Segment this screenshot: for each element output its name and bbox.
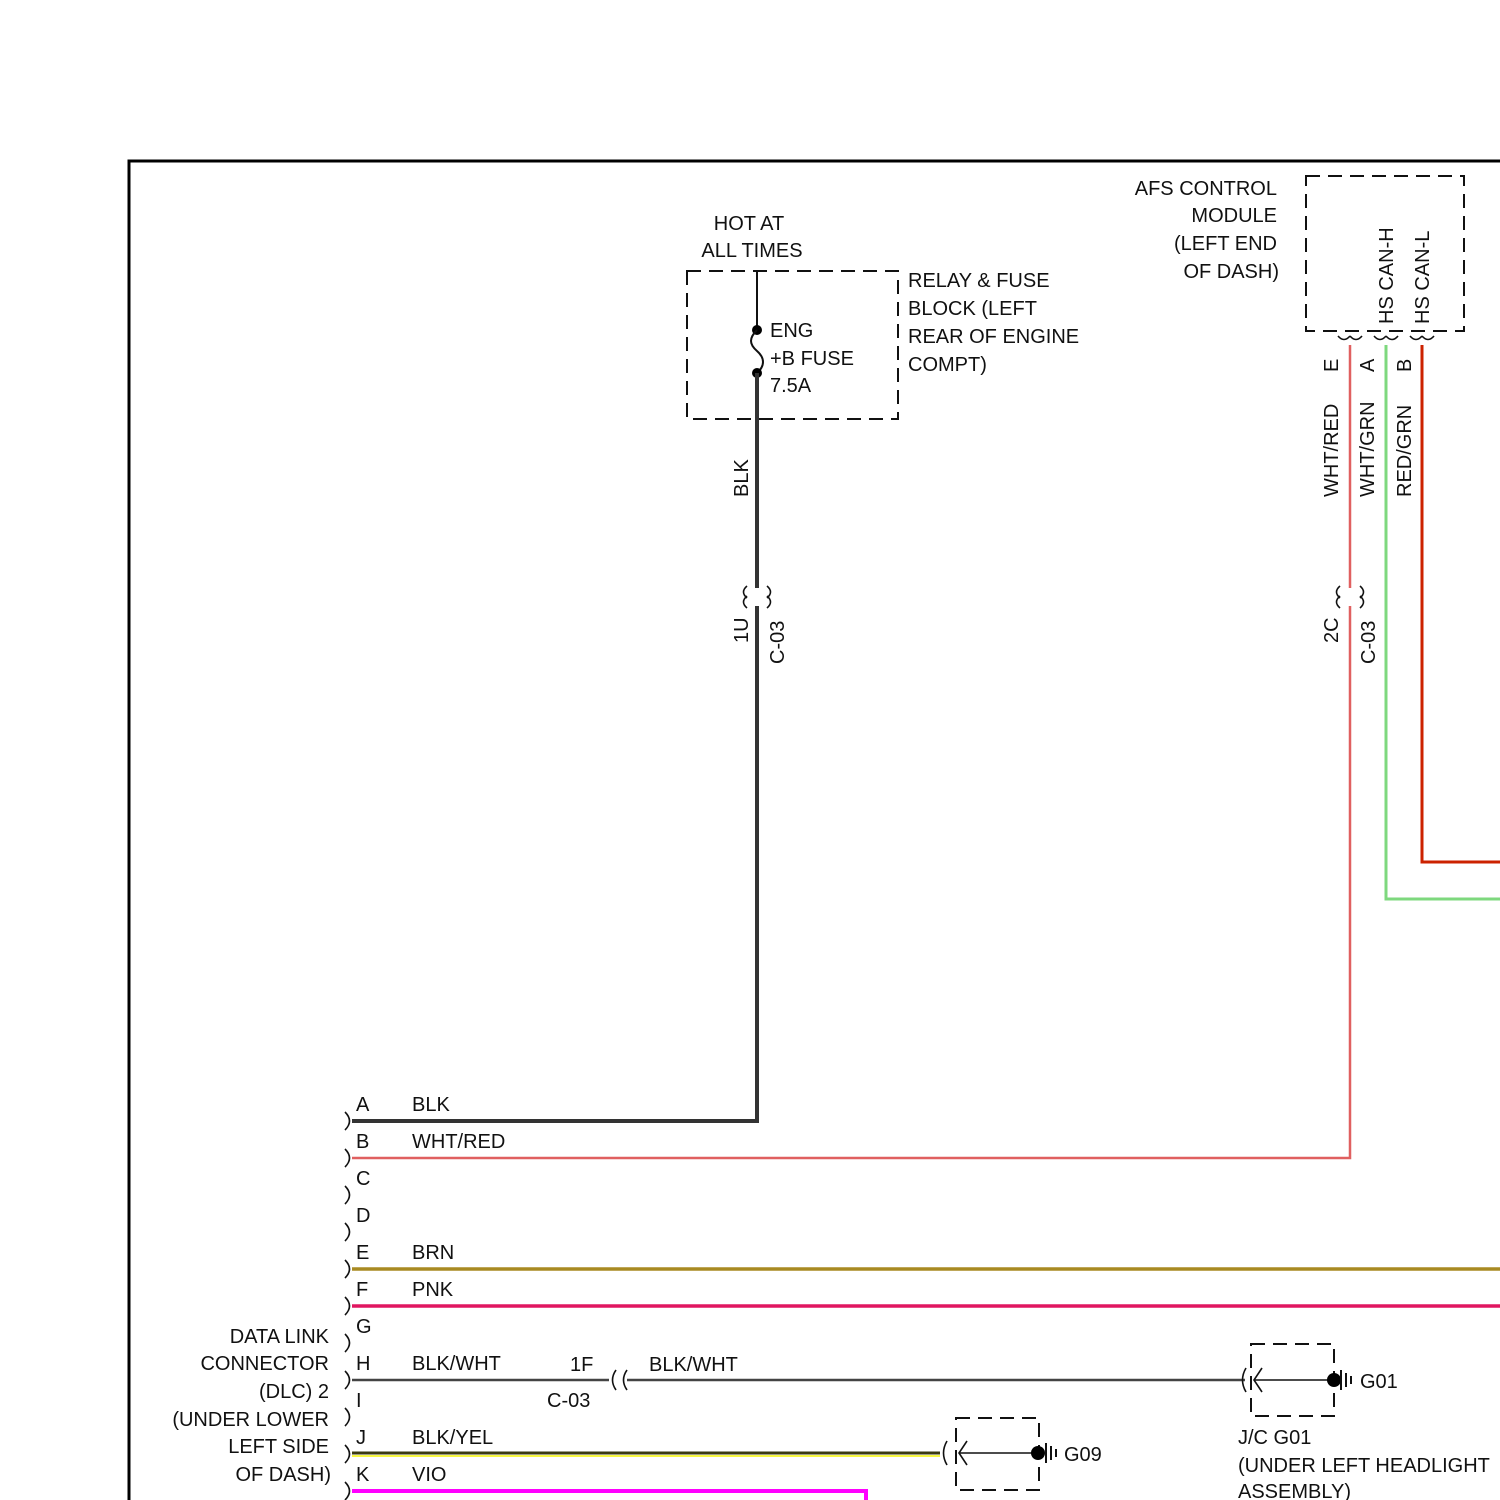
dlc-pin-letter: J [356, 1427, 366, 1449]
afs-pin-b-connector-icon [1410, 336, 1434, 340]
dlc-pin-letter: I [356, 1390, 362, 1412]
ground-symbol-icon [1046, 1443, 1056, 1463]
dlc-wire-labels: BLK WHT/RED BRN PNK BLK/WHT BLK/YEL VIO [412, 1094, 505, 1486]
afs-wire-a-color: WHT/GRN [1357, 401, 1379, 497]
hot-at-all-times-line1: HOT AT [714, 213, 784, 235]
dlc-pin-cavity-icon [345, 1112, 350, 1130]
afs-wht-red-wire-lower [352, 606, 1350, 1158]
ground-h-wire-after-label: BLK/WHT [649, 1354, 738, 1376]
afs-wire-b-color: RED/GRN [1394, 405, 1416, 497]
relay-block-label-line1: RELAY & FUSE [908, 270, 1050, 292]
afs-red-grn-wire [1422, 345, 1500, 862]
dlc-pin-letter: K [356, 1464, 370, 1486]
dlc-pin-cavity-icon [345, 1223, 350, 1241]
relay-block-label-line2: BLOCK (LEFT [908, 298, 1037, 320]
dlc-pin-letter: D [356, 1205, 370, 1227]
afs-pin-b-label: B [1394, 359, 1416, 372]
dlc-pin-letter: A [356, 1094, 370, 1116]
ground-g01-label: G01 [1360, 1371, 1398, 1393]
afs-label-line2: MODULE [1191, 205, 1277, 227]
feed-wire-color-label: BLK [731, 459, 753, 497]
ground-h-connector-pin: 1F [570, 1354, 593, 1376]
afs-label-line1: AFS CONTROL [1135, 178, 1277, 200]
dlc-pin-cavity-icon [345, 1408, 350, 1426]
dlc-label-line1: DATA LINK [230, 1326, 330, 1348]
dlc-pin-cavity-icon [345, 1371, 350, 1389]
dlc-wire-color-label: WHT/RED [412, 1131, 505, 1153]
dlc-pin-cavity-icon [345, 1445, 350, 1463]
dlc-label-line6: OF DASH) [235, 1464, 331, 1486]
dlc-wire-color-label: VIO [412, 1464, 446, 1486]
relay-block-label-line3: REAR OF ENGINE [908, 326, 1079, 348]
feed-connector-pin: 1U [731, 617, 753, 643]
fuse-label-line1: ENG [770, 320, 813, 342]
ground-h-connector-id: C-03 [547, 1390, 590, 1412]
afs-pin-e-label: E [1321, 359, 1343, 372]
connector-c03-2c-icon [1337, 586, 1364, 608]
afs-pin-a-connector-icon [1374, 336, 1398, 340]
dlc-label-line2: CONNECTOR [200, 1353, 329, 1375]
dlc-label-line4: (UNDER LOWER [172, 1409, 329, 1431]
dlc-pin-cavity-icon [345, 1186, 350, 1204]
dlc-pin-cavity-icon [345, 1334, 350, 1352]
ground-g09-label: G09 [1064, 1444, 1102, 1466]
afs-signal-can-l: HS CAN-L [1412, 231, 1434, 324]
afs-connector-pin: 2C [1321, 617, 1343, 643]
connector-c03-1u-icon [744, 586, 771, 608]
feed-connector-id: C-03 [767, 621, 789, 664]
dlc-label-line3: (DLC) 2 [259, 1381, 329, 1403]
dlc-pin-letter: E [356, 1242, 369, 1264]
dlc-wire-color-label: BLK/YEL [412, 1427, 493, 1449]
afs-signal-can-h: HS CAN-H [1376, 227, 1398, 324]
afs-pin-e-connector-icon [1338, 336, 1362, 340]
fuse-label-line3: 7.5A [770, 375, 812, 397]
afs-pin-a-label: A [1357, 358, 1379, 372]
dlc-wire-color-label: PNK [412, 1279, 454, 1301]
fuse-icon [751, 330, 763, 373]
dlc-wire-color-label: BLK/WHT [412, 1353, 501, 1375]
dlc-wire-color-label: BRN [412, 1242, 454, 1264]
fuse-label-line2: +B FUSE [770, 348, 854, 370]
connector-c03-1f-icon [613, 1370, 628, 1390]
dlc-pin-cavity-icon [345, 1482, 350, 1500]
jc-g01-label-line1: J/C G01 [1238, 1427, 1311, 1449]
dlc-pin-letter: B [356, 1131, 369, 1153]
dlc-pin-letter: C [356, 1168, 370, 1190]
dlc-wire-color-label: BLK [412, 1094, 450, 1116]
dlc-pin-letter: H [356, 1353, 370, 1375]
relay-block-label-line4: COMPT) [908, 354, 987, 376]
dlc-pin-cavity-icon [345, 1260, 350, 1278]
blk-feed-wire-lower [352, 606, 757, 1121]
dlc-pin-letter: F [356, 1279, 368, 1301]
afs-connector-id: C-03 [1358, 621, 1380, 664]
dlc-pin-cavity-icon [345, 1149, 350, 1167]
ground-symbol-icon [1341, 1370, 1351, 1390]
g09-box [956, 1418, 1039, 1490]
dlc-pin-letter: G [356, 1316, 372, 1338]
hot-at-all-times-line2: ALL TIMES [701, 240, 802, 262]
g09-splice-dot [1031, 1446, 1045, 1460]
dlc-label-line5: LEFT SIDE [228, 1436, 329, 1458]
afs-label-line3: (LEFT END [1174, 233, 1277, 255]
jc-g01-label-line2: (UNDER LEFT HEADLIGHT [1238, 1455, 1490, 1477]
afs-wire-e-color: WHT/RED [1321, 404, 1343, 497]
afs-label-line4: OF DASH) [1183, 261, 1279, 283]
dlc-k-vio-wire [352, 1491, 866, 1500]
g01-splice-dot [1327, 1373, 1341, 1387]
dlc-pin-cavity-icon [345, 1297, 350, 1315]
jc-g01-label-line3: ASSEMBLY) [1238, 1481, 1351, 1500]
